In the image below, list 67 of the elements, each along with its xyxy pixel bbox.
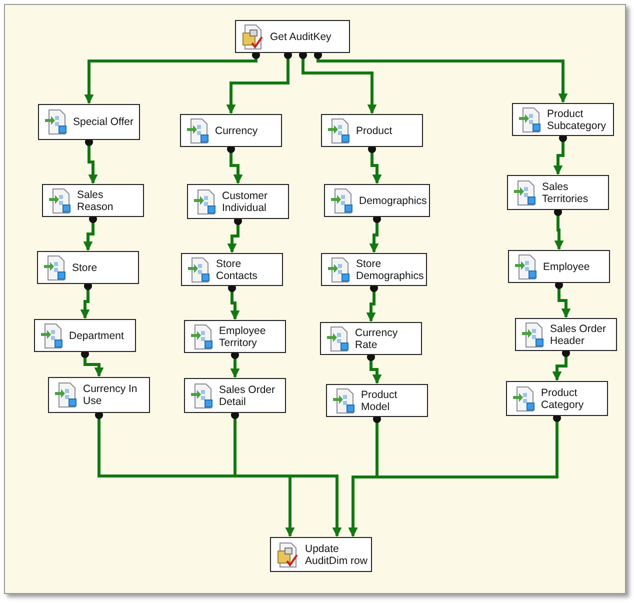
task-label: Store Contacts	[216, 258, 258, 282]
precedence-arrow	[226, 144, 243, 184]
data-flow-task-box	[508, 250, 610, 283]
data-flow-task-box	[515, 318, 617, 351]
task-label: Product Model	[361, 388, 398, 412]
precedence-arrow	[348, 414, 562, 537]
data-flow-task-box	[48, 377, 150, 413]
data-flow-task-box	[184, 378, 286, 413]
data-flow-task-box	[321, 253, 427, 286]
precedence-arrow	[228, 284, 240, 320]
task-label: Product Category	[541, 386, 585, 410]
precedence-arrow	[227, 216, 242, 253]
task-label: Product	[356, 124, 394, 136]
data-flow-task-box	[326, 384, 428, 417]
task-box	[270, 537, 372, 572]
task-label: Currency In Use	[83, 383, 138, 407]
task-label: Customer Individual	[222, 190, 269, 214]
precedence-arrow	[84, 50, 260, 104]
data-flow-task-box	[34, 319, 136, 352]
data-flow-task-box	[180, 114, 282, 147]
precedence-arrow	[366, 284, 378, 322]
precedence-arrow	[80, 350, 104, 377]
precedence-arrow	[230, 350, 240, 378]
data-flow-task-box	[506, 381, 608, 416]
precedence-arrow	[314, 50, 568, 103]
precedence-arrow	[369, 214, 382, 253]
precedence-arrow	[83, 214, 98, 251]
precedence-arrow	[368, 144, 382, 184]
task-label: Sales Reason	[77, 188, 114, 212]
task-label: Employee	[543, 260, 591, 272]
task-label: Department	[69, 330, 125, 342]
precedence-arrow	[552, 348, 570, 381]
data-flow-task-box	[37, 251, 139, 284]
precedence-arrow	[230, 410, 342, 537]
data-flow-task-box	[187, 184, 289, 219]
precedence-arrow	[554, 280, 571, 318]
precedence-arrow	[553, 134, 568, 175]
data-flow-task-box	[320, 322, 422, 355]
precedence-arrow	[94, 410, 295, 537]
data-flow-task-box	[38, 104, 140, 140]
precedence-arrow	[84, 138, 98, 184]
task-label: Employee Territory	[219, 324, 267, 348]
task-label: Demographics	[359, 194, 428, 206]
data-flow-task-box	[507, 175, 609, 210]
precedence-arrow	[298, 50, 377, 114]
data-flow-task-box	[181, 253, 283, 286]
task-label: Sales Territories	[542, 180, 590, 204]
task-label: Currency	[215, 124, 259, 136]
task-label: Product Subcategory	[547, 108, 607, 132]
data-flow-task-box	[184, 320, 286, 353]
task-label: Sales Order Header	[550, 322, 608, 346]
data-flow-task-box	[324, 184, 430, 217]
precedence-arrow	[366, 352, 382, 384]
precedence-arrow	[554, 208, 564, 250]
task-label: Special Offer	[73, 116, 135, 128]
task-label: Store Demographics	[356, 258, 425, 282]
task-label: Sales Order Detail	[219, 384, 276, 408]
data-flow-task-box	[321, 114, 423, 147]
task-label: Get AuditKey	[270, 30, 332, 42]
data-flow-task-box	[512, 103, 614, 136]
precedence-arrow	[80, 282, 92, 319]
task-label: Currency Rate	[355, 326, 399, 350]
task-label: Store	[72, 262, 98, 274]
task-label: Update AuditDim row	[305, 542, 368, 566]
precedence-arrow	[226, 50, 292, 114]
data-flow-task-box	[42, 184, 144, 217]
task-box	[235, 20, 350, 53]
